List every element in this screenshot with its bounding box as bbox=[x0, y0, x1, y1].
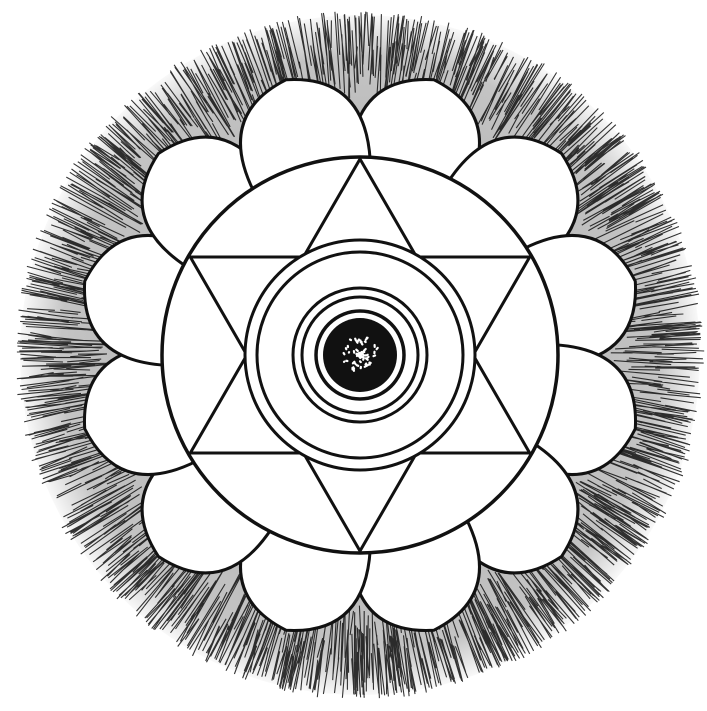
center-rings bbox=[245, 240, 475, 470]
